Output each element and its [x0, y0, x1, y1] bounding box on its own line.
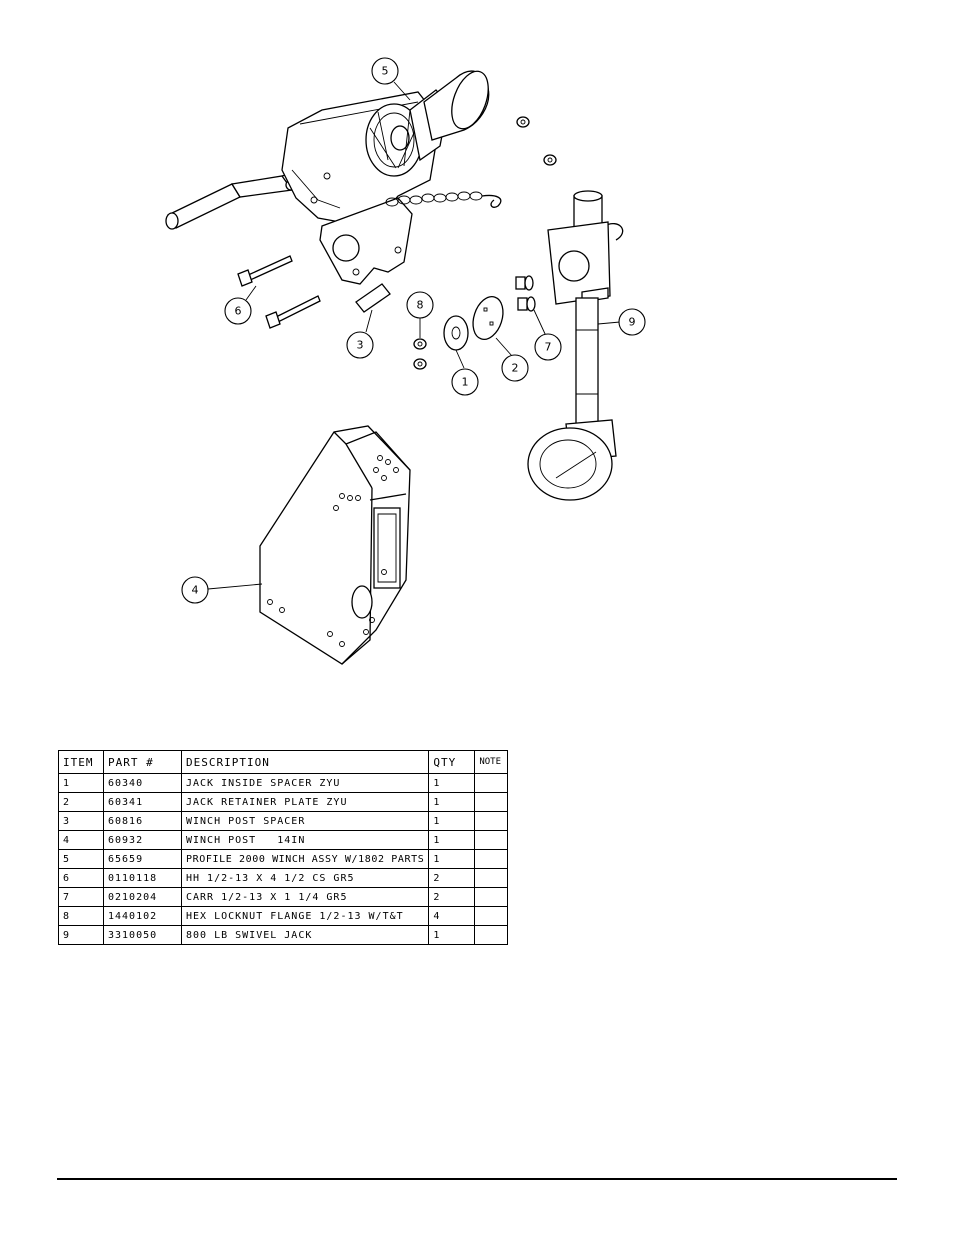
cell-note	[474, 830, 509, 850]
callout-5: 5	[371, 57, 399, 85]
cell-qty: 1	[428, 811, 476, 831]
callout-8: 8	[406, 291, 434, 319]
table-row: 7 0210204 CARR 1/2-13 X 1 1/4 GR5 2	[58, 887, 509, 907]
cell-description: JACK INSIDE SPACER ZYU	[180, 773, 430, 793]
cell-qty: 1	[428, 773, 476, 793]
table-row: 3 60816 WINCH POST SPACER 1	[58, 811, 509, 831]
hex-locknuts	[413, 116, 557, 370]
cell-item: 4	[58, 830, 104, 850]
cell-part-number: 60816	[103, 811, 182, 831]
cell-description: CARR 1/2-13 X 1 1/4 GR5	[180, 887, 430, 907]
hex-bolts	[237, 255, 321, 329]
svg-text:8: 8	[417, 299, 424, 312]
cell-part-number: 60341	[103, 792, 182, 812]
table-row: 6 0110118 HH 1/2-13 X 4 1/2 CS GR5 2	[58, 868, 509, 888]
jack-inside-spacer	[443, 315, 469, 351]
spacer-tube	[355, 283, 391, 313]
cell-item: 5	[58, 849, 104, 869]
cell-item: 8	[58, 906, 104, 926]
cell-part-number: 3310050	[103, 925, 182, 945]
callout-2: 2	[501, 354, 529, 382]
header-qty: QTY	[428, 750, 476, 774]
cell-item: 3	[58, 811, 104, 831]
cell-qty: 2	[428, 868, 476, 888]
svg-text:1: 1	[462, 376, 469, 389]
cell-description: PROFILE 2000 WINCH ASSY W/1802 PARTS	[180, 849, 430, 869]
table-row: 1 60340 JACK INSIDE SPACER ZYU 1	[58, 773, 509, 793]
cell-qty: 1	[428, 792, 476, 812]
table-row: 9 3310050 800 LB SWIVEL JACK 1	[58, 925, 509, 945]
table-header-row: ITEM PART # DESCRIPTION QTY NOTE	[58, 750, 509, 774]
callout-4: 4	[181, 576, 209, 604]
cell-description: WINCH POST 14IN	[180, 830, 430, 850]
table-row: 4 60932 WINCH POST 14IN 1	[58, 830, 509, 850]
cell-description: 800 LB SWIVEL JACK	[180, 925, 430, 945]
cell-note	[474, 868, 509, 888]
cell-note	[474, 849, 509, 869]
cell-part-number: 65659	[103, 849, 182, 869]
cell-note	[474, 887, 509, 907]
cell-qty: 1	[428, 925, 476, 945]
parts-table: ITEM PART # DESCRIPTION QTY NOTE 1 60340…	[58, 750, 509, 945]
svg-text:9: 9	[629, 316, 636, 329]
callout-6: 6	[224, 297, 252, 325]
cell-item: 7	[58, 887, 104, 907]
cell-note	[474, 811, 509, 831]
winch-assembly	[165, 70, 502, 285]
svg-text:5: 5	[382, 65, 389, 78]
cell-note	[474, 925, 509, 945]
cell-item: 9	[58, 925, 104, 945]
cell-description: WINCH POST SPACER	[180, 811, 430, 831]
cell-qty: 4	[428, 906, 476, 926]
cell-qty: 2	[428, 887, 476, 907]
header-description: DESCRIPTION	[180, 750, 430, 774]
callout-1: 1	[451, 368, 479, 396]
svg-text:3: 3	[357, 339, 364, 352]
cell-note	[474, 773, 509, 793]
table-row: 2 60341 JACK RETAINER PLATE ZYU 1	[58, 792, 509, 812]
cell-item: 1	[58, 773, 104, 793]
cell-qty: 1	[428, 849, 476, 869]
cell-part-number: 1440102	[103, 906, 182, 926]
svg-text:6: 6	[235, 305, 242, 318]
table-row: 5 65659 PROFILE 2000 WINCH ASSY W/1802 P…	[58, 849, 509, 869]
footer-rule	[57, 1178, 897, 1180]
header-item: ITEM	[58, 750, 104, 774]
winch-post	[259, 425, 411, 665]
header-part-number: PART #	[103, 750, 182, 774]
cell-item: 2	[58, 792, 104, 812]
cell-part-number: 60932	[103, 830, 182, 850]
cell-item: 6	[58, 868, 104, 888]
cell-qty: 1	[428, 830, 476, 850]
swivel-jack	[527, 190, 624, 501]
leader-lines	[207, 81, 621, 590]
cell-part-number: 0110118	[103, 868, 182, 888]
cell-part-number: 60340	[103, 773, 182, 793]
callout-3: 3	[346, 331, 374, 359]
jack-retainer-plate	[472, 295, 504, 341]
svg-text:4: 4	[192, 584, 199, 597]
cell-note	[474, 792, 509, 812]
cell-part-number: 0210204	[103, 887, 182, 907]
callout-7: 7	[534, 333, 562, 361]
callout-9: 9	[618, 308, 646, 336]
header-note: NOTE	[474, 750, 509, 774]
carriage-bolts	[515, 275, 536, 312]
cell-note	[474, 906, 509, 926]
exploded-parts-drawing: 5 6 3 8 1 2 7 9 4	[165, 57, 646, 665]
svg-text:7: 7	[545, 341, 552, 354]
svg-text:2: 2	[512, 362, 519, 375]
cell-description: JACK RETAINER PLATE ZYU	[180, 792, 430, 812]
cell-description: HH 1/2-13 X 4 1/2 CS GR5	[180, 868, 430, 888]
table-row: 8 1440102 HEX LOCKNUT FLANGE 1/2-13 W/T&…	[58, 906, 509, 926]
cell-description: HEX LOCKNUT FLANGE 1/2-13 W/T&T	[180, 906, 430, 926]
